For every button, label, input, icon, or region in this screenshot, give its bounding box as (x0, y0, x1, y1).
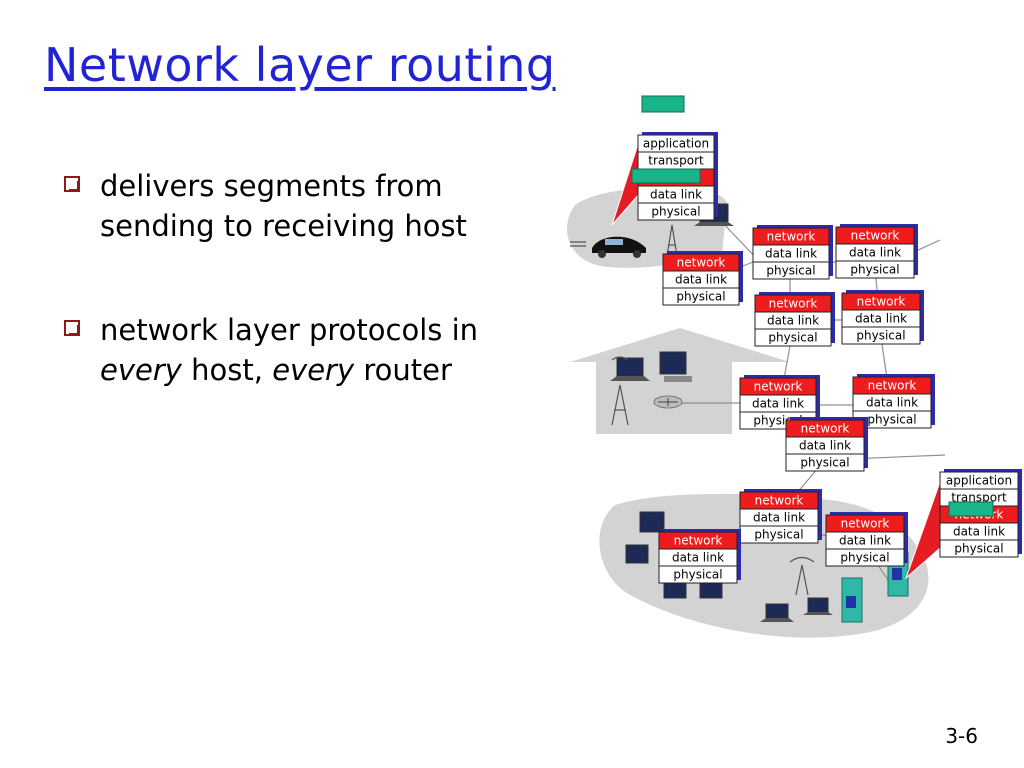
router-protocol-stack: network data link physical (662, 251, 743, 306)
router-protocol-stack: network data link physical (785, 417, 868, 472)
layer-box (662, 287, 740, 306)
bullet-list: delivers segments from sending to receiv… (62, 166, 512, 390)
layer-label: network (857, 295, 906, 309)
layer-label: physical (954, 542, 1003, 556)
home-wifi-tower-icon (611, 356, 629, 426)
layer-label: data link (672, 551, 724, 565)
layer-label: physical (800, 456, 849, 470)
layer-label: transport (648, 154, 704, 168)
layer-label: network (754, 380, 803, 394)
layer-label: physical (651, 205, 700, 219)
layer-box (658, 565, 738, 584)
layer-label: data link (753, 511, 805, 525)
layer-label: data link (765, 247, 817, 261)
layer-label: data link (849, 246, 901, 260)
layer-label: physical (850, 263, 899, 277)
layer-label: physical (856, 329, 905, 343)
home-laptop-icon (610, 357, 650, 381)
layer-label: data link (953, 525, 1005, 539)
layer-label: data link (839, 534, 891, 548)
router-protocol-stack: network data link physical (852, 374, 935, 429)
highlight-box (948, 501, 994, 517)
layer-box (841, 326, 921, 345)
layer-box (637, 202, 715, 221)
layer-label: physical (754, 528, 803, 542)
checkbox-bullet-icon (64, 320, 80, 336)
layer-box (825, 548, 905, 567)
bullet-item: delivers segments from sending to receiv… (62, 166, 512, 246)
layer-label: data link (650, 188, 702, 202)
checkbox-bullet-icon (64, 176, 80, 192)
layer-box (785, 453, 865, 472)
bullet-text: delivers segments from sending to receiv… (100, 169, 467, 243)
layer-label: physical (840, 551, 889, 565)
home-router-icon (653, 395, 683, 409)
layer-label: physical (673, 568, 722, 582)
enterprise-desktop-icons (625, 511, 723, 599)
highlight-box (631, 168, 701, 184)
layer-label: application (643, 137, 709, 151)
bullet-emphasis: every (100, 353, 182, 387)
bullet-emphasis: every (272, 353, 355, 387)
layer-label: network (801, 422, 850, 436)
router-protocol-stack: network data link physical (754, 292, 835, 347)
router-protocol-stack: network data link physical (658, 529, 741, 584)
layer-label: network (851, 229, 900, 243)
layer-label: physical (766, 264, 815, 278)
slide-title: Network layer routing (44, 38, 556, 92)
router-protocol-stack: network data link physical (752, 225, 833, 280)
highlight-box (641, 95, 685, 113)
layer-label: data link (675, 273, 727, 287)
layer-box (754, 328, 832, 347)
layer-label: network (674, 534, 723, 548)
layer-label: network (677, 256, 726, 270)
layer-label: application (946, 474, 1012, 488)
layer-box (752, 261, 830, 280)
router-protocol-stack: network data link physical (841, 290, 924, 345)
bullet-text-post: router (354, 353, 452, 387)
router-protocol-stack: network data link physical (835, 224, 918, 279)
home-desktop-icon (659, 351, 692, 382)
layer-label: data link (767, 314, 819, 328)
router-protocol-stack: network data link physical (825, 512, 908, 567)
enterprise-laptop-icons (760, 597, 833, 622)
layer-label: network (868, 379, 917, 393)
layer-label: data link (855, 312, 907, 326)
layer-label: physical (676, 290, 725, 304)
bullet-text-pre: network layer protocols in (100, 313, 479, 347)
layer-label: physical (867, 413, 916, 427)
layer-label: transport (951, 491, 1007, 505)
bullet-text-mid: host, (181, 353, 273, 387)
page-number: 3-6 (945, 724, 978, 748)
callout-arrow-bottom (904, 481, 941, 580)
bullet-item: network layer protocols in every host, e… (62, 310, 512, 390)
layer-label: network (755, 494, 804, 508)
layer-box (939, 539, 1019, 558)
access-point-icon (789, 556, 815, 596)
layer-label: network (769, 297, 818, 311)
layer-label: network (841, 517, 890, 531)
router-protocol-stack: network data link physical (739, 489, 822, 544)
layer-label: physical (768, 331, 817, 345)
layer-label: data link (799, 439, 851, 453)
car-icon (570, 236, 646, 258)
layer-box (835, 260, 915, 279)
layer-label: network (767, 230, 816, 244)
layer-label: data link (866, 396, 918, 410)
layer-label: data link (752, 397, 804, 411)
